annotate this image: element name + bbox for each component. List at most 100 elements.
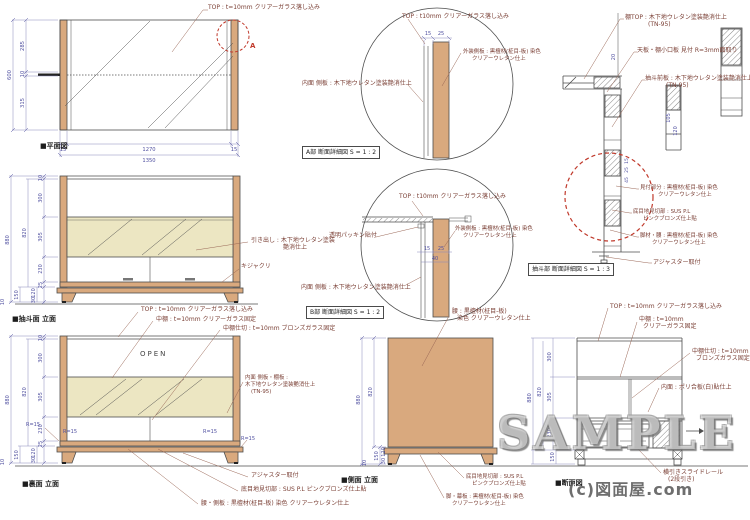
inner-face-code: (TN-95) xyxy=(251,389,272,395)
svg-text:25: 25 xyxy=(38,282,44,288)
svg-text:10: 10 xyxy=(20,71,26,78)
svg-text:10: 10 xyxy=(362,460,368,466)
rear-adjuster-label: アジャスター取付 xyxy=(251,472,299,479)
plan-view xyxy=(38,9,250,131)
detail-a xyxy=(360,7,514,161)
rear-koshi-label: 腰・側板 : 黒檀材(柾目-板) 染色 クリアーウレタン仕上 xyxy=(201,500,350,507)
face-material-label2: クリアーウレタン仕上 xyxy=(658,192,712,198)
svg-text:120: 120 xyxy=(31,448,37,458)
side-elev-dimensions xyxy=(359,335,386,467)
svg-text:R=15: R=15 xyxy=(241,436,255,442)
svg-text:820: 820 xyxy=(22,228,28,238)
front-elevation xyxy=(15,175,258,305)
section-shelf-label2: クリアーガラス固定 xyxy=(643,323,697,330)
drawer-finish-label: 引き出し : 木下地ウレタン塗装 xyxy=(251,237,335,244)
shelf-divider-label: 中棚仕切 : t=10mm ブロンズガラス固定 xyxy=(223,325,336,332)
detail-b-outer-panel-label2: クリアーウレタン仕上 xyxy=(463,233,517,239)
kijakuri-label: キジャクリ xyxy=(241,263,271,270)
side-elev-caption: ■側面 立面 xyxy=(341,476,379,484)
svg-text:25: 25 xyxy=(38,441,44,447)
detail-b-top-label: TOP : t10mm クリアーガラス落し込み xyxy=(399,193,506,200)
rear-elev-dim-text: 10 300 305 230 25 120 30 820 150 880 10 … xyxy=(0,335,255,465)
drawer-detail-caption: 抽斗部 断面詳細図 S = 1 : 3 xyxy=(528,263,614,276)
svg-text:230: 230 xyxy=(547,428,553,438)
svg-text:820: 820 xyxy=(22,387,28,397)
section-shelf-label: 中棚 : t=10mm xyxy=(639,316,684,323)
top-board-chamfer-label: 天板・棚小口板 見付 R=3mm面取り xyxy=(637,47,738,54)
section-caption: ■断面図 xyxy=(555,479,583,487)
svg-text:150: 150 xyxy=(14,450,20,460)
svg-text:15: 15 xyxy=(60,147,67,153)
detail-a-top-label: TOP : t10mm クリアーガラス落し込み xyxy=(402,13,509,20)
svg-text:820: 820 xyxy=(368,387,374,397)
svg-text:1350: 1350 xyxy=(142,158,155,164)
detail-a-caption: A部 断面詳細図 S = 1 : 2 xyxy=(302,146,381,159)
svg-text:300: 300 xyxy=(38,353,44,363)
svg-text:10: 10 xyxy=(38,175,44,181)
base-trim-sus-label: 底目地見切部 : SUS P.L xyxy=(633,209,691,215)
svg-text:20: 20 xyxy=(611,54,617,60)
rear-base-trim-label: 底目地見切部 : SUS P.L ピンクブロンズ仕上貼 xyxy=(241,486,367,493)
slide-rail-label: 横引きスライドレール xyxy=(663,469,724,476)
svg-text:15: 15 xyxy=(231,147,238,153)
svg-text:1270: 1270 xyxy=(142,147,155,153)
svg-text:R=15: R=15 xyxy=(63,429,77,435)
detail-a-outer-panel-label: 外装側板 : 黒檀材(柾目-板) 染色 xyxy=(463,49,541,55)
detail-a-inner-panel-label: 内面 側板 : 木下地ウレタン塗装艶消仕上 xyxy=(302,80,412,87)
front-elev-caption: ■抽斗面 立面 xyxy=(12,315,57,323)
drawer-front-finish-code: (TN-95) xyxy=(666,82,689,89)
svg-text:880: 880 xyxy=(356,395,362,405)
section-dimensions xyxy=(531,337,575,465)
face-material-label: 見付部分 : 黒檀材(柾目-板) 染色 xyxy=(640,185,718,191)
svg-text:30: 30 xyxy=(381,458,387,464)
svg-text:25: 25 xyxy=(624,167,630,173)
svg-text:10: 10 xyxy=(38,335,44,341)
svg-text:120: 120 xyxy=(381,447,387,457)
svg-text:15: 15 xyxy=(424,246,430,252)
drawer-detail xyxy=(562,13,743,264)
section-divider-label2: ブロンズガラス固定 xyxy=(696,355,750,362)
svg-text:230: 230 xyxy=(38,424,44,434)
inner-face-label2: 木下地ウレタン塗装艶消仕上 xyxy=(245,382,316,388)
svg-text:25: 25 xyxy=(438,246,444,252)
svg-text:820: 820 xyxy=(537,387,543,397)
plan-dimensions xyxy=(10,17,241,158)
svg-text:305: 305 xyxy=(547,392,553,402)
svg-text:15: 15 xyxy=(425,31,431,37)
svg-text:10: 10 xyxy=(0,459,6,465)
svg-text:10: 10 xyxy=(0,299,6,305)
front-elev-dimensions xyxy=(8,173,58,305)
svg-text:R=15: R=15 xyxy=(26,422,40,428)
side-leg-label: 脚・幕板 : 黒檀材(柾目-板) 染色 xyxy=(446,494,524,500)
drawer-finish-label2: 艶消仕上 xyxy=(283,244,308,251)
detail-b-packing-label: 透明パッキン貼付 xyxy=(329,232,377,239)
section-view xyxy=(574,307,704,474)
inner-face-label: 内面 側板・棚板 : xyxy=(245,375,288,381)
svg-text:230: 230 xyxy=(38,264,44,274)
svg-text:150: 150 xyxy=(550,452,556,462)
leg-material-label2: クリアーウレタン仕上 xyxy=(652,240,706,246)
side-base-trim-label: 底目地見切部 : SUS P.L xyxy=(466,474,524,480)
svg-text:R=15: R=15 xyxy=(203,429,217,435)
svg-text:30: 30 xyxy=(31,297,37,303)
plan-top-glass-label: TOP : t=10mm クリアーガラス落し込み xyxy=(208,4,320,11)
svg-text:300: 300 xyxy=(38,193,44,203)
svg-text:120: 120 xyxy=(673,126,679,136)
section-divider-label: 中棚仕切 : t=10mm xyxy=(692,348,749,355)
svg-text:315: 315 xyxy=(20,98,26,108)
section-inner-label: 内面 : ポリ合板(白)貼仕上 xyxy=(661,384,732,391)
plan-caption: ■平面図 xyxy=(40,142,68,150)
sample-watermark: SAMPLE xyxy=(497,406,737,460)
svg-text:880: 880 xyxy=(5,395,11,405)
side-base-trim-label2: ピンクブロンズ仕上貼 xyxy=(472,481,526,487)
svg-text:105: 105 xyxy=(666,113,672,123)
svg-text:150: 150 xyxy=(14,290,20,300)
svg-text:305: 305 xyxy=(38,392,44,402)
middle-shelf-label: 中棚 : t=10mm クリアーガラス固定 xyxy=(156,316,256,323)
svg-text:300: 300 xyxy=(547,352,553,362)
svg-text:120: 120 xyxy=(31,288,37,298)
svg-text:40: 40 xyxy=(432,256,438,262)
svg-text:25: 25 xyxy=(438,31,444,37)
